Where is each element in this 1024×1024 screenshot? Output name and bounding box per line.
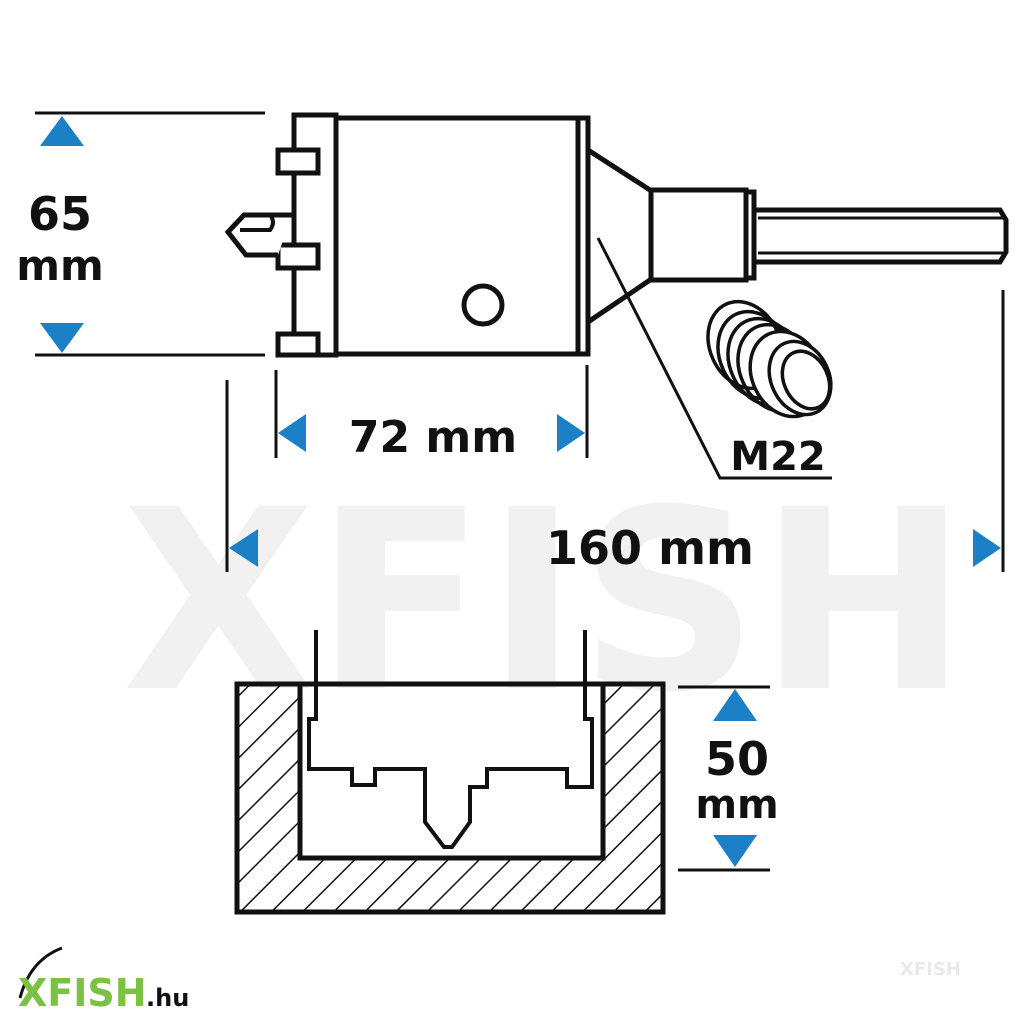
diameter-value: 65 [28, 187, 92, 241]
saw-tooth [275, 242, 321, 271]
faint-logo: XFISH [900, 959, 961, 980]
logo-brand: XFISH [18, 971, 147, 1015]
logo-swoosh [18, 946, 63, 999]
arrow-right-icon [973, 529, 1001, 567]
arrow-left-icon [229, 529, 258, 567]
arrow-down-icon [713, 835, 757, 867]
logo-tld: .hu [146, 984, 189, 1012]
arrow-down-icon [40, 323, 84, 353]
arbor-shaft [754, 207, 1009, 265]
arrow-up-icon [713, 689, 757, 721]
xfish-logo: XFISH .hu [18, 946, 189, 1015]
depth-value: 50 [705, 732, 769, 786]
arrow-up-icon [40, 116, 84, 146]
depth-unit: mm [695, 782, 778, 828]
workpiece-outline [234, 681, 666, 915]
arrow-left-icon [278, 414, 306, 452]
cut-profile [307, 630, 594, 849]
diameter-unit: mm [16, 241, 104, 290]
arrow-right-icon [557, 414, 585, 452]
m22-thread-icon [706, 299, 833, 419]
saw-tooth [275, 147, 321, 176]
side-hole [461, 283, 505, 327]
faint-logo-brand: XFISH [900, 959, 961, 980]
dimension-arrows [40, 116, 1001, 867]
arbor-collar [648, 187, 749, 283]
body-length-label: 72 mm [349, 412, 517, 463]
total-length-label: 160 mm [546, 521, 754, 575]
saw-body [333, 115, 581, 357]
saw-tooth [275, 331, 321, 358]
hole-saw [224, 112, 1009, 358]
thread-label: M22 [730, 434, 825, 480]
m22-leader-line [596, 237, 832, 480]
pilot-drill [224, 212, 292, 258]
arbor-cone [586, 147, 652, 325]
